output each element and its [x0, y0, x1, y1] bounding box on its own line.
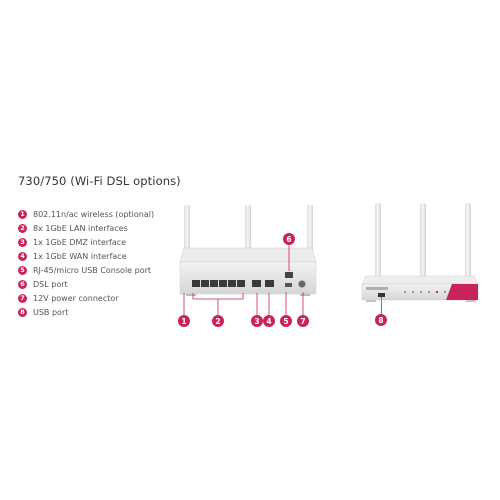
legend-label: USB port	[33, 307, 69, 317]
status-leds	[404, 291, 446, 293]
lan-port	[228, 280, 236, 287]
legend-item: 6 DSL port	[18, 277, 154, 291]
callout-1: 1	[178, 315, 190, 327]
lan-port	[192, 280, 200, 287]
front-device	[361, 203, 479, 315]
usb-port	[378, 293, 385, 297]
device-top	[361, 275, 479, 285]
legend-item: 2 8x 1GbE LAN interfaces	[18, 221, 154, 235]
legend-label: RJ-45/micro USB Console port	[33, 265, 152, 275]
lan-port	[210, 280, 218, 287]
callout-5: 5	[280, 315, 292, 327]
legend-number: 7	[18, 293, 27, 303]
callout-3: 3	[251, 315, 263, 327]
legend-item: 3 1x 1GbE DMZ interface	[18, 235, 154, 249]
lan-port	[201, 280, 209, 287]
legend-item: 1 802.11n/ac wireless (optional)	[18, 207, 154, 221]
legend-label: 802.11n/ac wireless (optional)	[33, 209, 155, 219]
legend-label: 12V power connector	[33, 293, 119, 303]
legend-label: 8x 1GbE LAN interfaces	[33, 223, 128, 233]
dmz-port	[252, 280, 261, 287]
console-port	[285, 283, 292, 287]
antenna	[375, 203, 381, 279]
legend-number: 5	[18, 265, 27, 275]
legend-label: 1x 1GbE WAN interface	[33, 251, 127, 261]
logo	[366, 287, 388, 290]
legend-number: 3	[18, 237, 27, 247]
legend-label: 1x 1GbE DMZ interface	[33, 237, 127, 247]
power-connector	[298, 280, 306, 288]
diagram-title: 730/750 (Wi-Fi DSL options)	[18, 174, 181, 188]
legend-item: 8 USB port	[18, 305, 154, 319]
antenna	[420, 203, 426, 279]
legend-number: 4	[18, 251, 27, 261]
legend-label: DSL port	[33, 279, 68, 289]
device-top	[179, 247, 317, 263]
legend-item: 5 RJ-45/micro USB Console port	[18, 263, 154, 277]
device-back-panel	[179, 261, 317, 295]
callout-7: 7	[297, 315, 309, 327]
lan-port	[219, 280, 227, 287]
legend-number: 1	[18, 209, 27, 219]
dsl-port	[285, 272, 293, 278]
callout-4: 4	[263, 315, 275, 327]
legend-number: 6	[18, 279, 27, 289]
callout-8: 8	[375, 314, 387, 326]
legend-item: 7 12V power connector	[18, 291, 154, 305]
legend-number: 2	[18, 223, 27, 233]
leader-lines	[183, 245, 304, 315]
lan-ports	[192, 280, 245, 287]
callout-2: 2	[212, 315, 224, 327]
legend-number: 8	[18, 307, 27, 317]
callout-6: 6	[283, 233, 295, 245]
antenna	[465, 203, 471, 279]
legend-item: 4 1x 1GbE WAN interface	[18, 249, 154, 263]
brand-accent	[446, 284, 478, 300]
lan-port	[237, 280, 245, 287]
wan-port	[265, 280, 274, 287]
port-legend: 1 802.11n/ac wireless (optional) 2 8x 1GbE…	[18, 207, 154, 319]
rear-device	[179, 205, 317, 315]
